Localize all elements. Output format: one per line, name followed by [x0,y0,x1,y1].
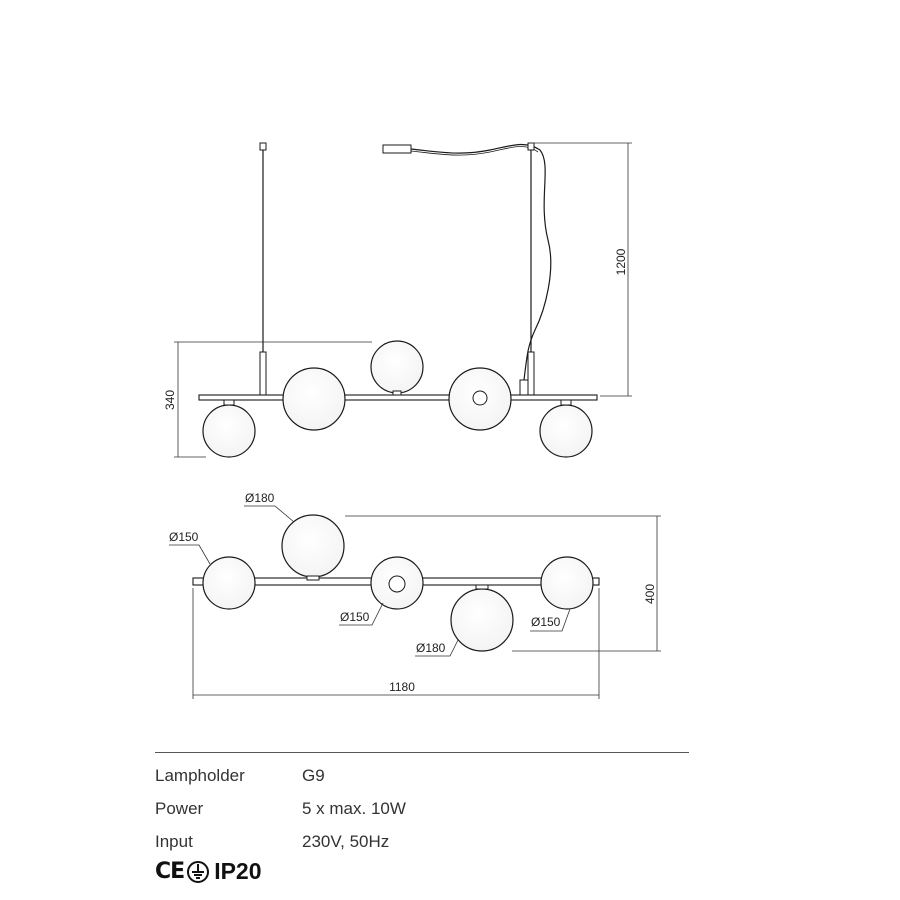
spec-row-power: Power 5 x max. 10W [155,792,689,825]
certification-marks: CE IP20 [155,858,262,885]
spec-row-input: Input 230V, 50Hz [155,825,689,858]
callout-globe-back-left: Ø180 [245,491,275,505]
cable-sleeve-left [259,351,267,398]
top-globe-front-right [450,588,514,652]
side-globe-5 [539,404,593,458]
canopy-box [382,144,412,154]
spec-label: Power [155,798,204,818]
callout-globe-front-right: Ø180 [416,641,446,655]
dim-label-340: 340 [163,390,177,410]
top-dimensions [169,505,661,699]
callout-globe-right: Ø150 [531,615,561,629]
earth-ground-icon [187,860,210,883]
top-view [192,514,600,652]
ip-rating: IP20 [214,858,262,884]
top-globe-left [202,556,256,610]
spec-value: 230V, 50Hz [302,831,390,851]
side-globe-1 [202,404,256,458]
callout-globe-left: Ø150 [169,530,199,544]
top-globe-right [540,556,594,610]
dim-label-400: 400 [643,584,657,604]
side-bar [198,394,598,401]
ceiling-anchor-right [527,142,535,151]
top-globe-back-left [281,514,345,578]
power-cable [410,143,552,381]
spec-value: G9 [302,765,325,785]
spec-table: Lampholder G9 Power 5 x max. 10W Input 2… [155,752,689,858]
ce-mark-icon: CE [155,859,185,884]
side-globe-3 [370,340,424,394]
dim-label-1180: 1180 [389,680,415,694]
side-view [198,142,598,458]
side-globe-2 [282,367,346,431]
technical-drawing: 1200 340 400 1180 Ø180 Ø150 Ø150 Ø180 Ø1… [163,142,661,699]
dim-label-1200: 1200 [614,248,628,275]
callout-globe-center: Ø150 [340,610,370,624]
spec-value: 5 x max. 10W [302,798,406,818]
spec-row-lampholder: Lampholder G9 [155,759,689,792]
cable-sleeve-right [527,351,535,398]
spec-label: Input [155,831,193,851]
side-dimensions [174,142,632,458]
spec-label: Lampholder [155,765,245,785]
ceiling-anchor-left [259,142,267,151]
